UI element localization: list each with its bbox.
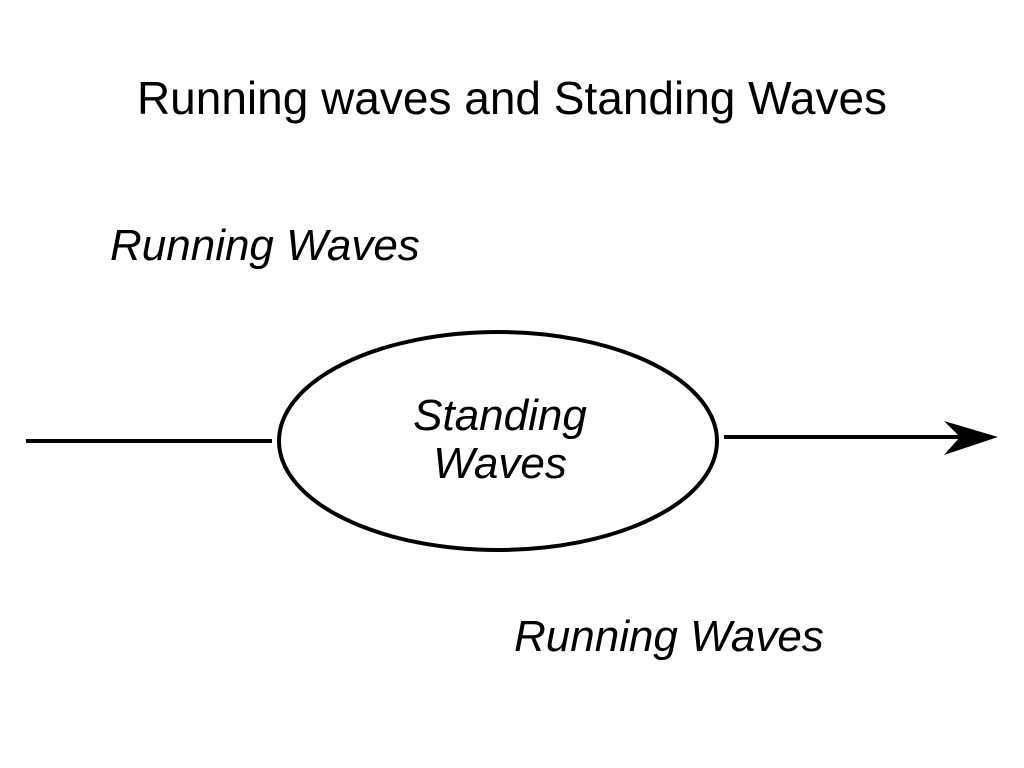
standing-waves-label-line2: Waves bbox=[433, 439, 567, 488]
slide-title: Running waves and Standing Waves bbox=[136, 72, 888, 124]
standing-waves-ellipse bbox=[277, 330, 719, 552]
incoming-running-waves-label: Running Waves bbox=[110, 221, 420, 270]
outgoing-arrowhead-icon bbox=[944, 421, 998, 455]
standing-waves-label: Standing Waves bbox=[380, 392, 620, 488]
outgoing-running-waves-label: Running Waves bbox=[514, 612, 824, 661]
standing-waves-label-line1: Standing bbox=[413, 391, 587, 440]
